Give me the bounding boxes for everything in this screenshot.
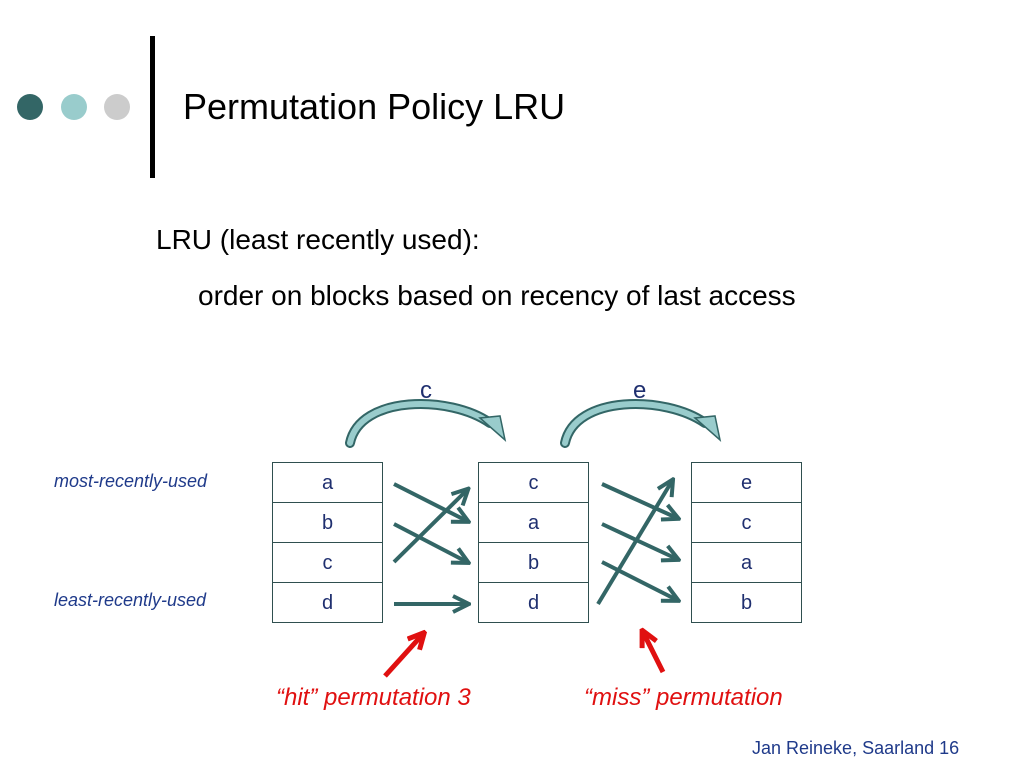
decoration-dot-gray — [104, 94, 130, 120]
cache-cell: b — [273, 503, 382, 543]
cache-cell: b — [479, 543, 588, 583]
access-label-2: e — [633, 377, 647, 404]
curved-arrow-icon — [560, 399, 722, 448]
access-label-1: c — [420, 377, 432, 404]
miss-permutation-arrows — [596, 481, 677, 606]
curved-arrow-icon — [345, 399, 507, 448]
cache-state-1: a b c d — [272, 462, 383, 623]
body-line-2: order on blocks based on recency of last… — [198, 280, 796, 311]
footer-text: Jan Reineke, Saarland 16 — [752, 738, 960, 758]
cache-cell: a — [273, 463, 382, 503]
decoration-dot-teal — [61, 94, 87, 120]
cache-cell: a — [479, 503, 588, 543]
red-pointer-arrow-icon — [643, 632, 666, 674]
cache-cell: c — [692, 503, 801, 543]
mru-label: most-recently-used — [54, 471, 208, 491]
cache-state-2: c a b d — [478, 462, 589, 623]
miss-caption: “miss” permutation — [584, 684, 783, 711]
title-divider — [150, 36, 155, 178]
cache-cell: b — [692, 583, 801, 623]
body-line-1: LRU (least recently used): — [156, 224, 480, 255]
cache-cell: a — [692, 543, 801, 583]
lru-label: least-recently-used — [54, 590, 207, 610]
cache-cell: d — [273, 583, 382, 623]
red-pointer-arrow-icon — [383, 634, 423, 678]
cache-cell: d — [479, 583, 588, 623]
hit-permutation-arrows — [392, 482, 467, 604]
slide-title: Permutation Policy LRU — [183, 86, 566, 127]
cache-cell: c — [479, 463, 588, 503]
hit-caption: “hit” permutation 3 — [276, 684, 471, 711]
decoration-dot-dark — [17, 94, 43, 120]
cache-state-3: e c a b — [691, 462, 802, 623]
cache-cell: c — [273, 543, 382, 583]
cache-cell: e — [692, 463, 801, 503]
